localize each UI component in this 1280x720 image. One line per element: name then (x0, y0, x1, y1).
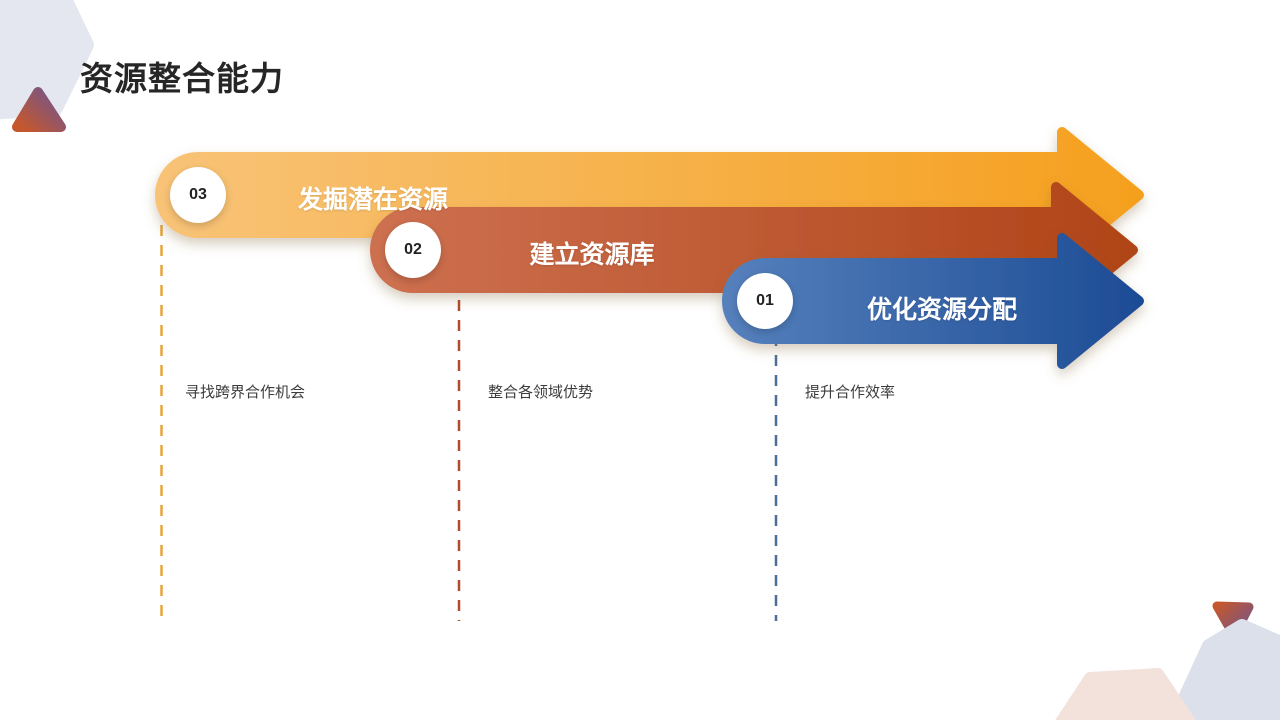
arrow-label-step-01: 优化资源分配 (866, 296, 1017, 324)
pink-shape-decoration-bottom (1062, 674, 1189, 720)
arrow-label-step-02: 建立资源库 (529, 241, 655, 269)
step-note-01: 提升合作效率 (805, 384, 896, 401)
page-title: 资源整合能力 (80, 60, 284, 97)
step-number-text: 02 (404, 241, 422, 258)
step-number-text: 03 (189, 186, 207, 203)
hexagon-decoration-top-left-stroke (0, 0, 94, 120)
hexagon-decoration-bottom-right-stroke (1177, 619, 1280, 720)
step-number-badge-03: 03 (170, 167, 226, 223)
arrow-label-step-03: 发掘潜在资源 (297, 186, 448, 214)
step-number-badge-02: 02 (385, 222, 441, 278)
arrow-shape-step-01 (722, 233, 1144, 369)
step-note-03: 寻找跨界合作机会 (185, 384, 306, 401)
triangle-decoration-top-left (12, 87, 66, 132)
step-number-text: 01 (756, 292, 774, 309)
pink-shape-decoration-bottom-stroke (1055, 668, 1196, 720)
step-note-02: 整合各领域优势 (488, 384, 594, 401)
step-number-badge-01: 01 (737, 273, 793, 329)
